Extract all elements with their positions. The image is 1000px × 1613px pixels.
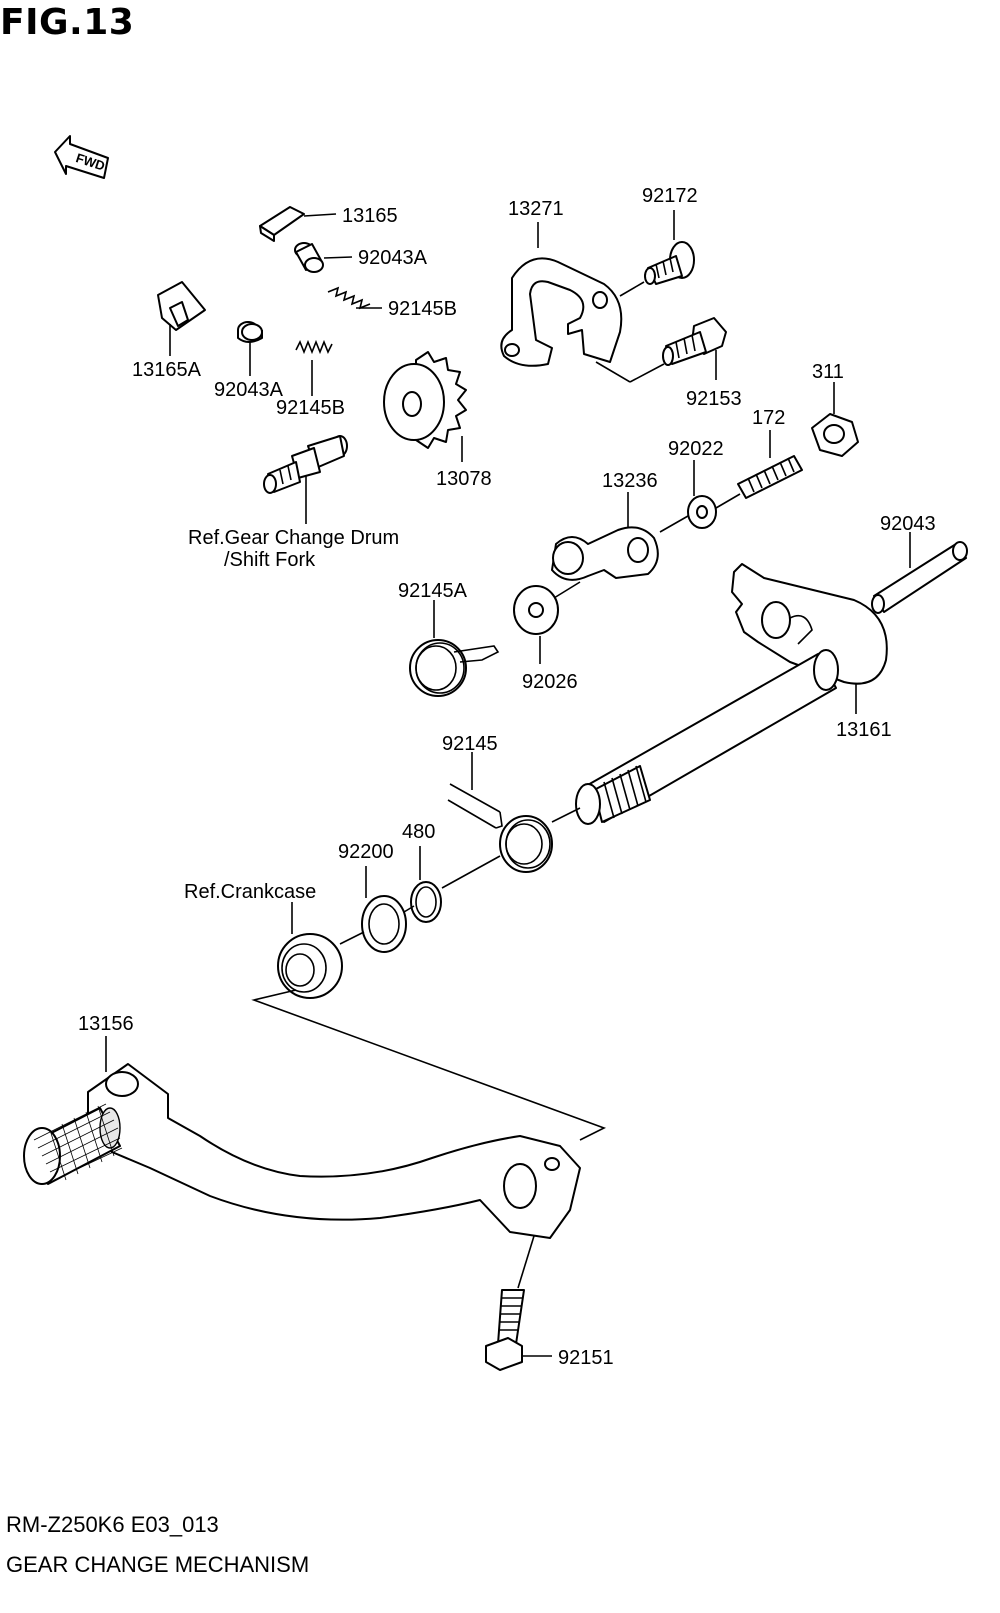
label-92145B-top: 92145B: [388, 298, 457, 320]
part-13271-drawing: [500, 222, 665, 383]
part-92153-drawing: [662, 317, 727, 380]
label-ref-crankcase: Ref.Crankcase: [184, 881, 316, 903]
part-92145-drawing: [447, 752, 581, 873]
label-13236: 13236: [602, 470, 658, 492]
label-92145B-bottom: 92145B: [276, 397, 345, 419]
part-172-drawing: [715, 430, 803, 509]
label-92153: 92153: [686, 388, 742, 410]
part-92145B-top-drawing: [327, 286, 382, 310]
part-92043-drawing: [871, 532, 968, 614]
part-480-drawing: [410, 846, 501, 923]
label-480: 480: [402, 821, 435, 843]
label-92151: 92151: [558, 1347, 614, 1369]
label-13271: 13271: [508, 198, 564, 220]
assembly-guideline: [251, 989, 607, 1141]
part-92022-drawing: [687, 460, 717, 529]
part-92172-drawing: [644, 210, 695, 285]
figure-title: FIG.13: [0, 2, 135, 43]
part-13078-drawing: [383, 351, 467, 462]
part-13161-drawing: [575, 563, 888, 825]
part-92026-drawing: [513, 581, 581, 664]
label-92043A-bottom: 92043A: [214, 379, 284, 401]
label-13165A: 13165A: [132, 359, 202, 381]
part-13165-drawing: [259, 206, 337, 242]
label-13078: 13078: [436, 468, 492, 490]
label-92172: 92172: [642, 185, 698, 207]
label-92145A: 92145A: [398, 580, 468, 602]
part-13236-drawing: [551, 492, 689, 581]
part-92043A-top-drawing: [294, 242, 353, 273]
label-92022: 92022: [668, 438, 724, 460]
label-13161: 13161: [836, 719, 892, 741]
part-ref-drum-pin-drawing: [263, 435, 348, 524]
label-13165: 13165: [342, 205, 398, 227]
label-ref-drum-line2: /Shift Fork: [224, 549, 316, 571]
fwd-arrow-icon: FWD: [54, 135, 109, 179]
label-92145: 92145: [442, 733, 498, 755]
part-311-drawing: [811, 382, 859, 457]
part-92145A-drawing: [409, 600, 500, 697]
part-92043A-bottom-drawing: [237, 321, 263, 376]
label-92043A-top: 92043A: [358, 247, 428, 269]
label-ref-drum-line1: Ref.Gear Change Drum: [188, 527, 399, 549]
part-ref-crankcase-seal-drawing: [277, 902, 365, 999]
model-code: RM-Z250K6 E03_013: [6, 1512, 219, 1537]
part-92200-drawing: [361, 866, 415, 953]
label-172: 172: [752, 407, 785, 429]
label-92026: 92026: [522, 671, 578, 693]
label-311: 311: [812, 361, 844, 383]
part-13156-drawing: [23, 1036, 581, 1239]
label-92043: 92043: [880, 513, 936, 535]
part-92145B-bottom-drawing: [295, 339, 333, 396]
label-92200: 92200: [338, 841, 394, 863]
part-92151-drawing: [485, 1235, 552, 1371]
part-13165A-drawing: [157, 281, 206, 356]
label-13156: 13156: [78, 1013, 134, 1035]
section-name: GEAR CHANGE MECHANISM: [6, 1552, 310, 1577]
